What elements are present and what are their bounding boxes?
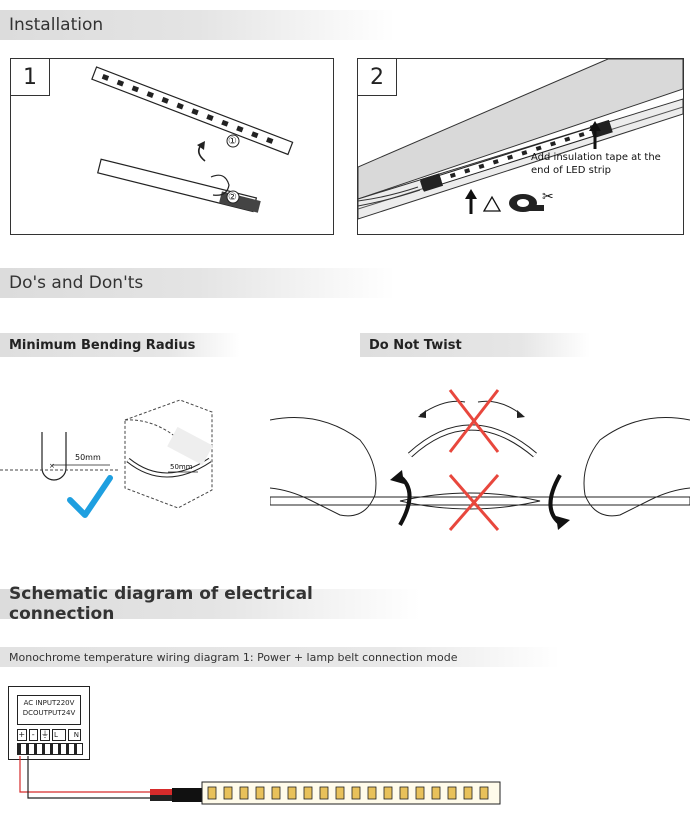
dc-output-label: DCOUTPUT24V — [22, 709, 76, 717]
installation-header: Installation — [0, 10, 395, 40]
channel-tape-illustration: ✂ — [358, 59, 683, 220]
step-number-1: 1 — [11, 59, 50, 96]
dos-donts-header: Do's and Don'ts — [0, 268, 395, 298]
wiring-diagram-subtitle: Monochrome temperature wiring diagram 1:… — [0, 647, 560, 667]
install-step-1-panel: 1 ① ② — [10, 58, 334, 235]
marker-2: ② — [228, 192, 237, 203]
power-label-panel: AC INPUT220V DCOUTPUT24V — [17, 695, 81, 725]
dos-donts-title: Do's and Don'ts — [9, 273, 144, 293]
wiring-connection-diagram — [19, 756, 501, 805]
terminal-ground: ⏚ — [40, 729, 50, 741]
terminal-l: L — [52, 729, 66, 741]
bending-radius-illustration: × — [0, 399, 213, 518]
schematic-title: Schematic diagram of electrical connecti… — [9, 584, 313, 624]
install-step-2-panel: 2 — [357, 58, 684, 235]
do-not-twist-illustration — [270, 389, 690, 531]
svg-text:×: × — [49, 462, 55, 470]
bending-radius-label-b: 50mm — [170, 463, 193, 471]
ac-input-label: AC INPUT220V — [23, 699, 75, 707]
terminal-minus: - — [28, 729, 38, 741]
insulation-tape-note-line1: Add insulation tape at the — [531, 152, 661, 163]
step-number-2: 2 — [358, 59, 397, 96]
do-not-twist-title: Do Not Twist — [369, 337, 462, 353]
installation-title: Installation — [9, 15, 104, 35]
bending-radius-header: Minimum Bending Radius — [0, 333, 240, 357]
insulation-tape-note-line2: end of LED strip — [531, 165, 611, 176]
do-not-twist-header: Do Not Twist — [360, 333, 590, 357]
marker-1: ① — [228, 136, 237, 147]
svg-text:✂: ✂ — [542, 189, 554, 205]
screw-row — [17, 743, 83, 755]
terminal-n: N — [67, 729, 81, 741]
bending-radius-label-a: 50mm — [75, 453, 101, 462]
strip-adhesive-illustration — [91, 66, 294, 213]
terminal-plus: + — [17, 729, 27, 741]
bending-radius-title: Minimum Bending Radius — [9, 337, 196, 353]
power-supply-box: AC INPUT220V DCOUTPUT24V + - ⏚ L N — [8, 686, 90, 760]
terminal-row: + - ⏚ L N — [17, 729, 81, 741]
schematic-header: Schematic diagram of electrical connecti… — [0, 584, 420, 624]
